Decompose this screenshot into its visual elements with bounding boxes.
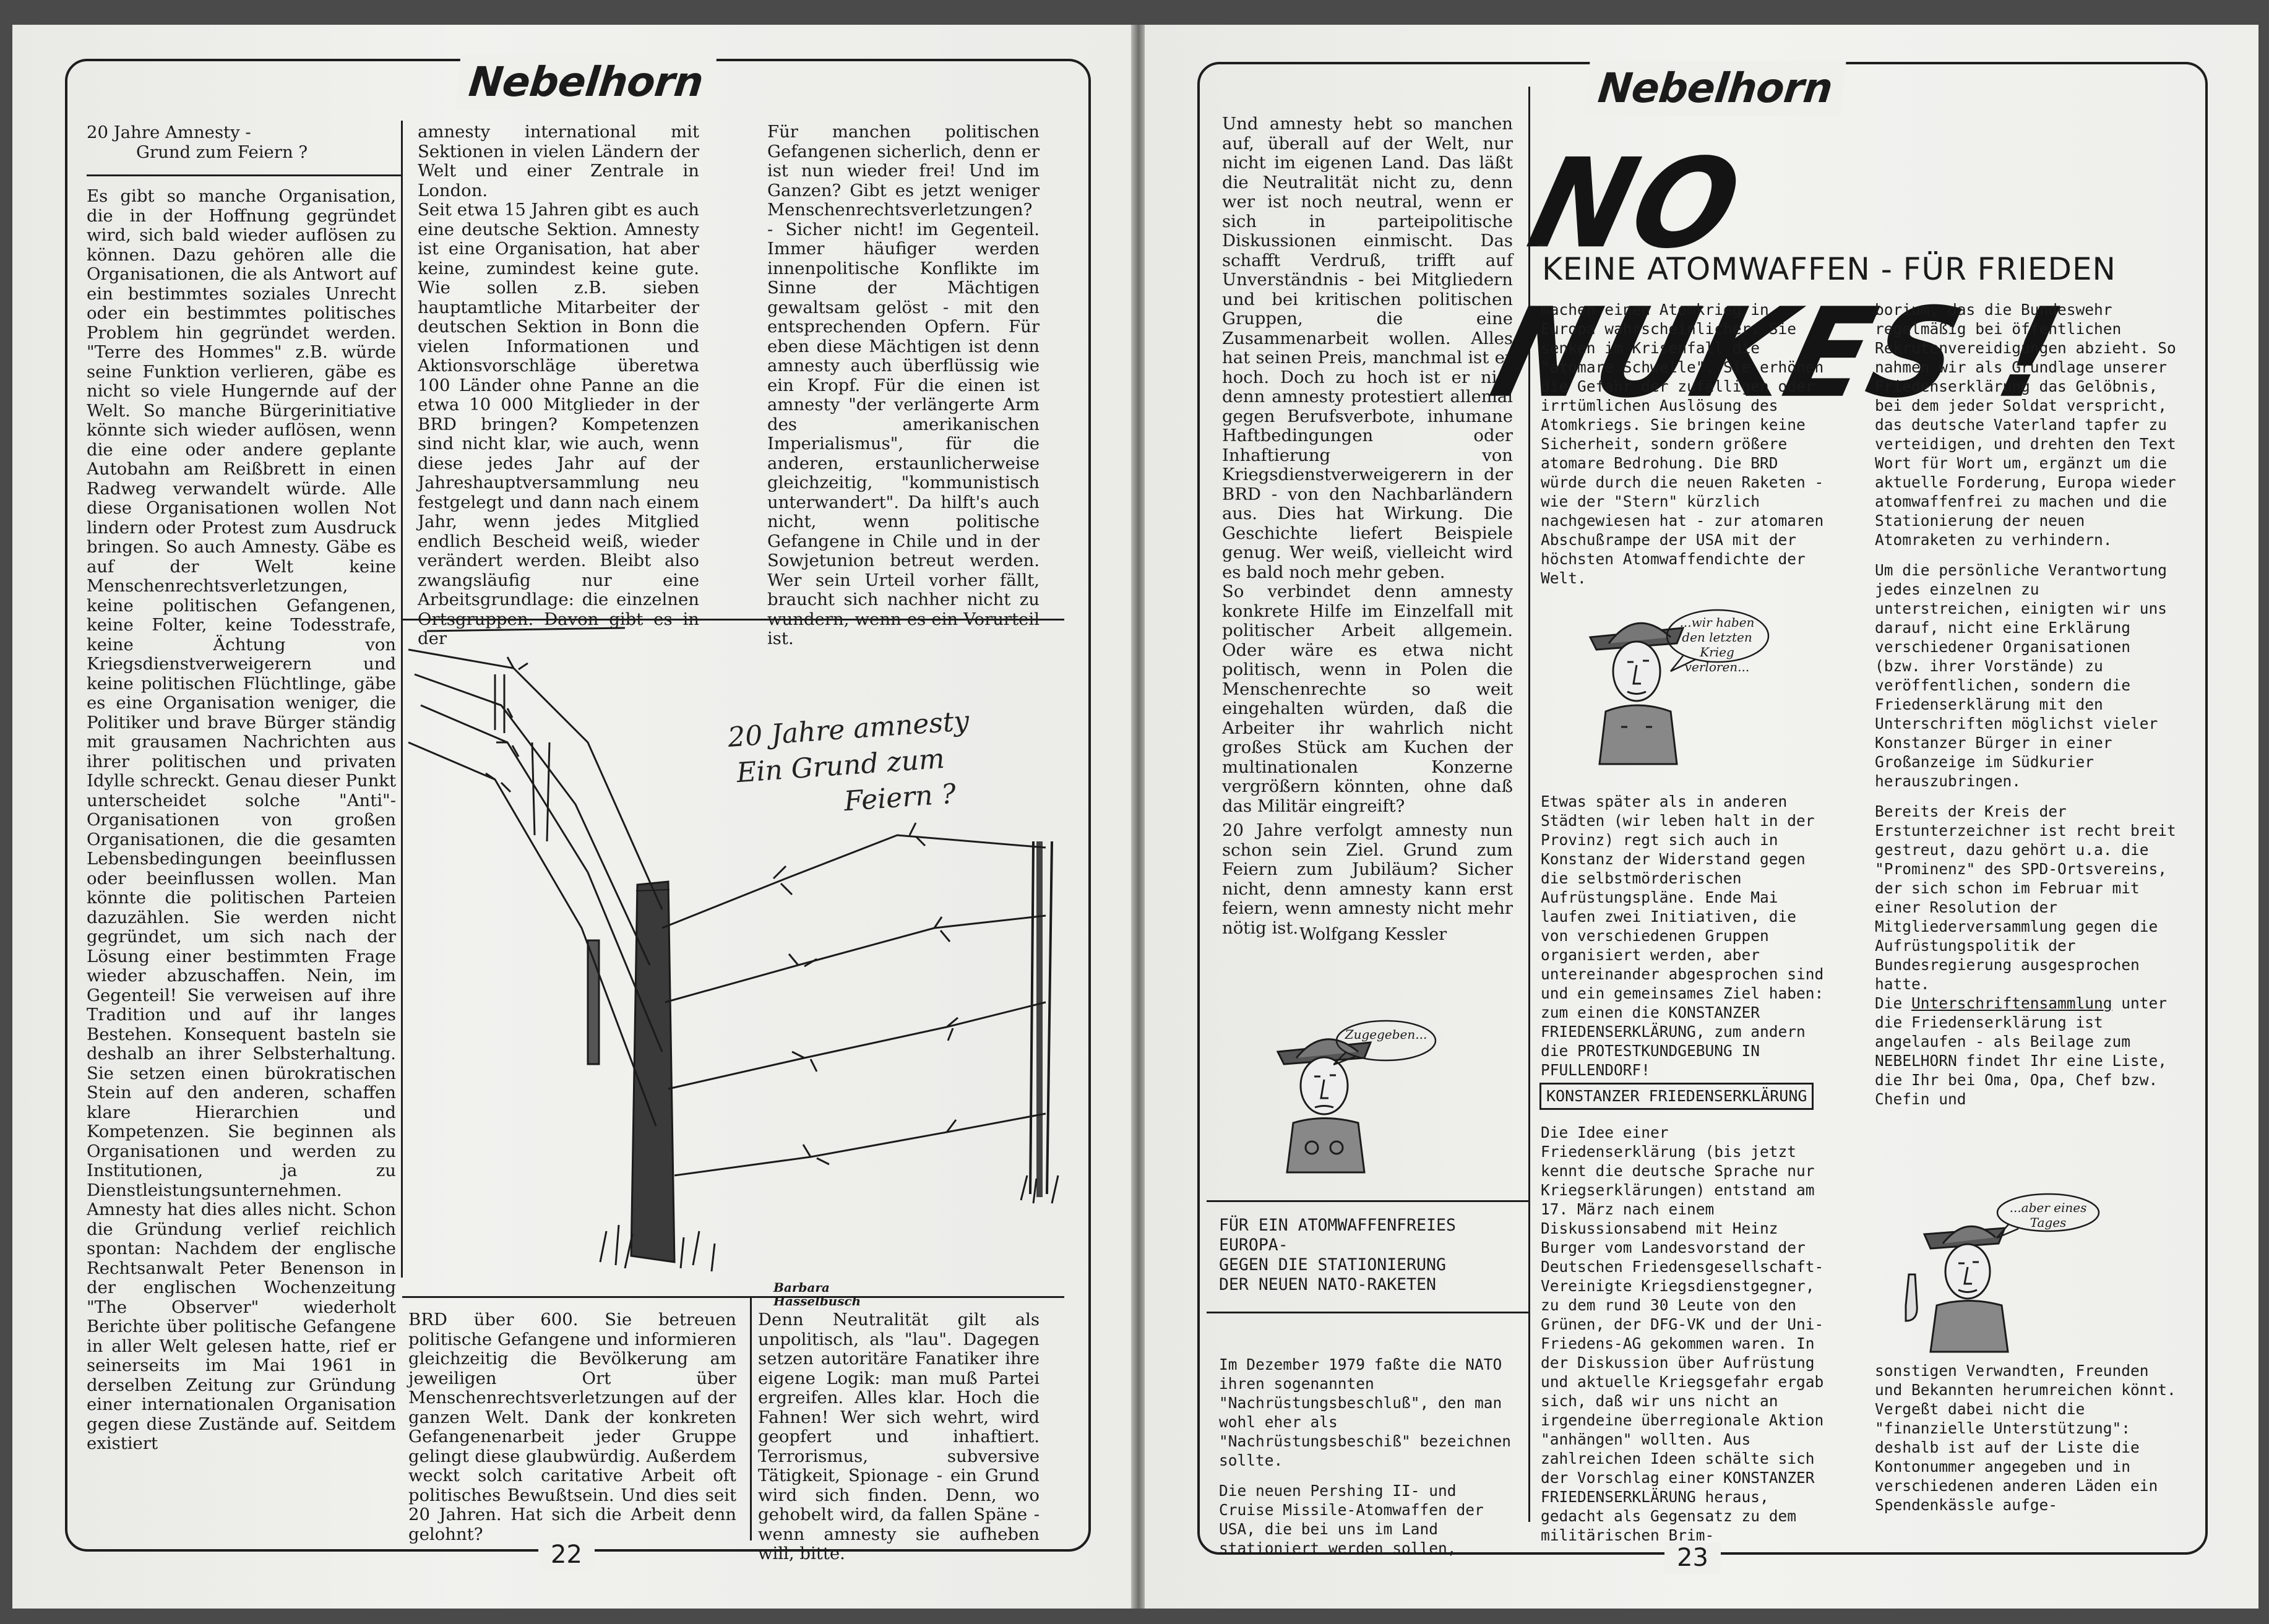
article-heading-line1: 20 Jahre Amnesty - — [87, 122, 251, 142]
article-continuation-text-c: 20 Jahre verfolgt amnesty nun schon sein… — [1222, 820, 1513, 938]
artist-credit: Barbara Hasselbusch — [773, 1281, 861, 1308]
speech-bubble-2-text: Zugegeben... — [1345, 1027, 1427, 1042]
masthead-left: Nebelhorn — [455, 54, 717, 110]
speech-bubble-2: Zugegeben... — [1333, 1020, 1437, 1066]
speech-bubble-1-line2: den letzten Krieg — [1682, 630, 1752, 659]
nukes-column-2-text-a: borium, das die Bundeswehr regelmäßig be… — [1875, 301, 2176, 549]
no-nukes-subheadline: KEINE ATOMWAFFEN - FÜR FRIEDEN — [1542, 251, 2116, 287]
article-column-1: Es gibt so manche Organisation, die in d… — [87, 186, 396, 1454]
nukes-column-2: borium, das die Bundeswehr regelmäßig be… — [1875, 300, 2184, 1109]
soldier-cartoon-3 — [1905, 1225, 2009, 1353]
nukes-column-1-text-b: Etwas später als in anderen Städten (wir… — [1541, 793, 1824, 1079]
speech-bubble-3-outline — [1996, 1193, 2100, 1239]
callout-line4: DER NEUEN NATO-RAKETEN — [1219, 1275, 1436, 1294]
speech-bubble-1-line1: ...wir haben — [1679, 615, 1755, 630]
subhead-rule-tick — [1538, 244, 1547, 246]
nukes-column-2-text-b: Um die persönliche Verantwortung jedes e… — [1875, 561, 2168, 790]
callout-line3: GEGEN DIE STATIONIERUNG — [1219, 1255, 1446, 1274]
page-right — [1145, 25, 2258, 1609]
article-column-2-text-b: Seit etwa 15 Jahren gibt es auch eine de… — [418, 200, 699, 648]
barbed-wire-fence-drawing — [408, 627, 1059, 1272]
nukes-intro-column: Im Dezember 1979 faßte die NATO ihren so… — [1219, 1355, 1516, 1558]
article-column-3-bottom: Denn Neutralität gilt als unpolitisch, a… — [758, 1310, 1040, 1564]
article-column-3-text: Für manchen politischen Gefangenen siche… — [767, 122, 1040, 648]
nukes-column-1-bottom: Die Idee einer Friedenserklärung (bis je… — [1541, 1123, 1832, 1545]
column-rule-left — [401, 121, 403, 1278]
article-continuation-text-b: So verbindet denn amnesty konkrete Hilfe… — [1222, 582, 1513, 816]
article-column-2-text-a: amnesty international mit Sektionen in v… — [418, 122, 699, 200]
nukes-column-2-text-d-rest: unter die Friedenserklärung ist angelauf… — [1875, 994, 2168, 1108]
article-signature: Wolfgang Kessler — [1299, 925, 1447, 944]
section-box-label: KONSTANZER FRIEDENSERKLÄRUNG — [1539, 1083, 1814, 1110]
article-column-3-top: Für manchen politischen Gefangenen siche… — [767, 122, 1040, 649]
callout-top-rule — [1207, 1200, 1528, 1202]
nukes-intro-text-a: Im Dezember 1979 faßte die NATO ihren so… — [1219, 1355, 1512, 1469]
speech-bubble-3-text: ...aber eines Tages — [2009, 1200, 2087, 1230]
page-number-left: 22 — [538, 1539, 595, 1570]
artist-credit-line2: Hasselbusch — [773, 1294, 861, 1308]
speech-bubble-2-outline — [1333, 1020, 1437, 1066]
article-continuation-text-a: Und amnesty hebt so manchen auf, überall… — [1222, 114, 1513, 582]
masthead-right: Nebelhorn — [1584, 61, 1846, 116]
signature-collection-underlined: Unterschriftensammlung — [1911, 994, 2112, 1012]
article-column-2-text-c: BRD über 600. Sie betreuen politische Ge… — [408, 1310, 736, 1544]
page-number-right: 23 — [1664, 1542, 1721, 1573]
article-continuation: Und amnesty hebt so manchen auf, überall… — [1222, 114, 1513, 938]
article-column-3-text-b: Denn Neutralität gilt als unpolitisch, a… — [758, 1310, 1040, 1563]
nukes-column-2-bottom: sonstigen Verwandten, Freunden und Bekan… — [1875, 1361, 2184, 1514]
drawing-bottom-rule — [402, 1296, 1064, 1298]
article-column-1-text-b: Amnesty hat dies alles nicht. Schon die … — [87, 1200, 396, 1453]
artist-credit-line1: Barbara — [773, 1280, 830, 1295]
callout-line2: EUROPA- — [1219, 1235, 1288, 1255]
article-column-1-text: Es gibt so manche Organisation, die in d… — [87, 186, 396, 1200]
speech-bubble-3: ...aber eines Tages — [1996, 1193, 2100, 1239]
nukes-column-1-text-a: machen einen Atomkrieg in Europa wahrsch… — [1541, 301, 1824, 587]
soldier-cartoon-2 — [1276, 1038, 1372, 1174]
callout-box: FÜR EIN ATOMWAFFENFREIES EUROPA- GEGEN D… — [1219, 1216, 1510, 1295]
heading-rule — [87, 174, 402, 176]
nukes-column-2-text-d-prefix: Die — [1875, 994, 1912, 1012]
callout-line1: FÜR EIN ATOMWAFFENFREIES — [1219, 1216, 1456, 1235]
article-heading: 20 Jahre Amnesty - Grund zum Feiern ? — [87, 122, 365, 162]
nukes-column-1-text-c: Die Idee einer Friedenserklärung (bis je… — [1541, 1123, 1824, 1544]
speech-bubble-1: ...wir haben den letzten Krieg verloren.… — [1666, 609, 1770, 674]
speech-bubble-1-line3: verloren... — [1684, 659, 1750, 674]
nukes-column-2-text-c: Bereits der Kreis der Erstunterzeichner … — [1875, 802, 2176, 993]
column-rule-bottom — [750, 1296, 752, 1540]
page-left — [12, 25, 1132, 1609]
gutter — [1131, 25, 1146, 1609]
soldier-cartoon-1 — [1588, 622, 1685, 765]
article-heading-line2: Grund zum Feiern ? — [136, 142, 308, 162]
nukes-column-2-text-d: Die Unterschriftensammlung unter die Fri… — [1875, 994, 2184, 1109]
article-column-2-bottom: BRD über 600. Sie betreuen politische Ge… — [408, 1310, 736, 1544]
nukes-column-1-top: machen einen Atomkrieg in Europa wahrsch… — [1541, 300, 1832, 588]
drawing-top-rule — [402, 619, 1064, 621]
nukes-column-2-text-e: sonstigen Verwandten, Freunden und Bekan… — [1875, 1362, 2176, 1514]
nukes-intro-text-b: Die neuen Pershing II- und Cruise Missil… — [1219, 1482, 1484, 1557]
callout-bottom-rule — [1207, 1312, 1528, 1313]
article-column-2-top: amnesty international mit Sektionen in v… — [418, 122, 699, 649]
nukes-column-1-mid: Etwas später als in anderen Städten (wir… — [1541, 792, 1832, 1080]
column-rule-right — [1528, 87, 1530, 1522]
drawing-caption: 20 Jahre amnesty Ein Grund zum Feiern ? — [726, 703, 981, 827]
speech-bubble-1-outline — [1666, 609, 1770, 672]
